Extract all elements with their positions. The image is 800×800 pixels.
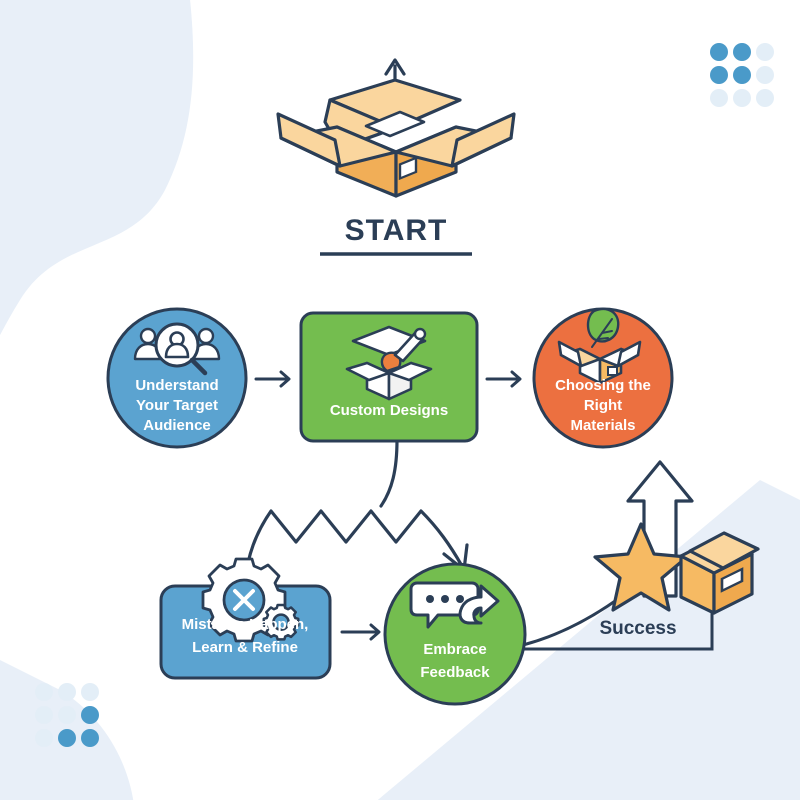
node-choosing-materials[interactable]: Choosing the Right Materials xyxy=(532,307,674,449)
node-mistakes-learn-refine[interactable]: Mistakes Happen, Learn & Refine xyxy=(159,557,332,680)
node-understand-audience[interactable]: Understand Your Target Audience xyxy=(106,307,248,449)
decorative-dot xyxy=(58,683,76,701)
connector-designs-to-materials xyxy=(485,370,522,388)
closed-box-icon xyxy=(679,531,760,615)
node-label-line: Audience xyxy=(143,417,211,434)
node-label-line: Right xyxy=(584,397,622,414)
decorative-dot xyxy=(35,706,53,724)
success-group: Success xyxy=(593,460,760,639)
box-with-leaf-icon xyxy=(557,307,642,385)
node-label-line: Custom Designs xyxy=(330,402,448,419)
connector-mistakes-to-feedback xyxy=(340,623,381,641)
decorative-dot xyxy=(81,706,99,724)
decorative-dot xyxy=(81,683,99,701)
node-label-line: Understand xyxy=(135,377,218,394)
gear-with-x-icon xyxy=(201,557,300,643)
decorative-dot xyxy=(733,43,751,61)
decorative-dot xyxy=(35,683,53,701)
decorative-dot xyxy=(81,729,99,747)
connector-designs-down-curve xyxy=(379,438,399,508)
node-label-line: Feedback xyxy=(420,664,490,681)
decorative-dot xyxy=(58,706,76,724)
audience-magnifier-icon xyxy=(133,322,221,376)
decorative-dot xyxy=(756,89,774,107)
node-embrace-feedback[interactable]: Embrace Feedback xyxy=(383,562,527,706)
node-label-line: Learn & Refine xyxy=(192,639,298,656)
node-custom-designs[interactable]: Custom Designs xyxy=(299,311,479,443)
start-group: START xyxy=(276,58,516,256)
decorative-dot xyxy=(710,43,728,61)
decorative-dot xyxy=(756,43,774,61)
node-label-line: Choosing the xyxy=(555,377,651,394)
decorative-dot-grid-top-right xyxy=(710,43,774,107)
star-icon xyxy=(593,522,689,612)
connector-audience-to-designs xyxy=(254,370,291,388)
success-label: Success xyxy=(599,618,676,639)
speech-bubble-with-arrow-icon xyxy=(409,581,500,629)
decorative-dot xyxy=(58,729,76,747)
decorative-dot xyxy=(35,729,53,747)
decorative-dot-grid-bottom-left xyxy=(35,683,99,747)
node-label-line: Materials xyxy=(570,417,635,434)
decorative-dot xyxy=(710,66,728,84)
node-label-line: Embrace xyxy=(423,641,486,658)
box-with-paintbrush-icon xyxy=(345,325,433,401)
start-open-box-icon xyxy=(276,78,516,198)
decorative-dot xyxy=(733,66,751,84)
connector-zigzag-to-feedback xyxy=(243,509,464,582)
node-understand-audience-shape[interactable] xyxy=(106,307,248,449)
start-label: START xyxy=(345,214,448,247)
decorative-dot xyxy=(710,89,728,107)
node-label-line: Mistakes Happen, xyxy=(182,616,309,633)
background-blob-top-left xyxy=(0,0,194,336)
decorative-dot xyxy=(756,66,774,84)
decorative-dot xyxy=(733,89,751,107)
node-label-line: Your Target xyxy=(136,397,218,414)
